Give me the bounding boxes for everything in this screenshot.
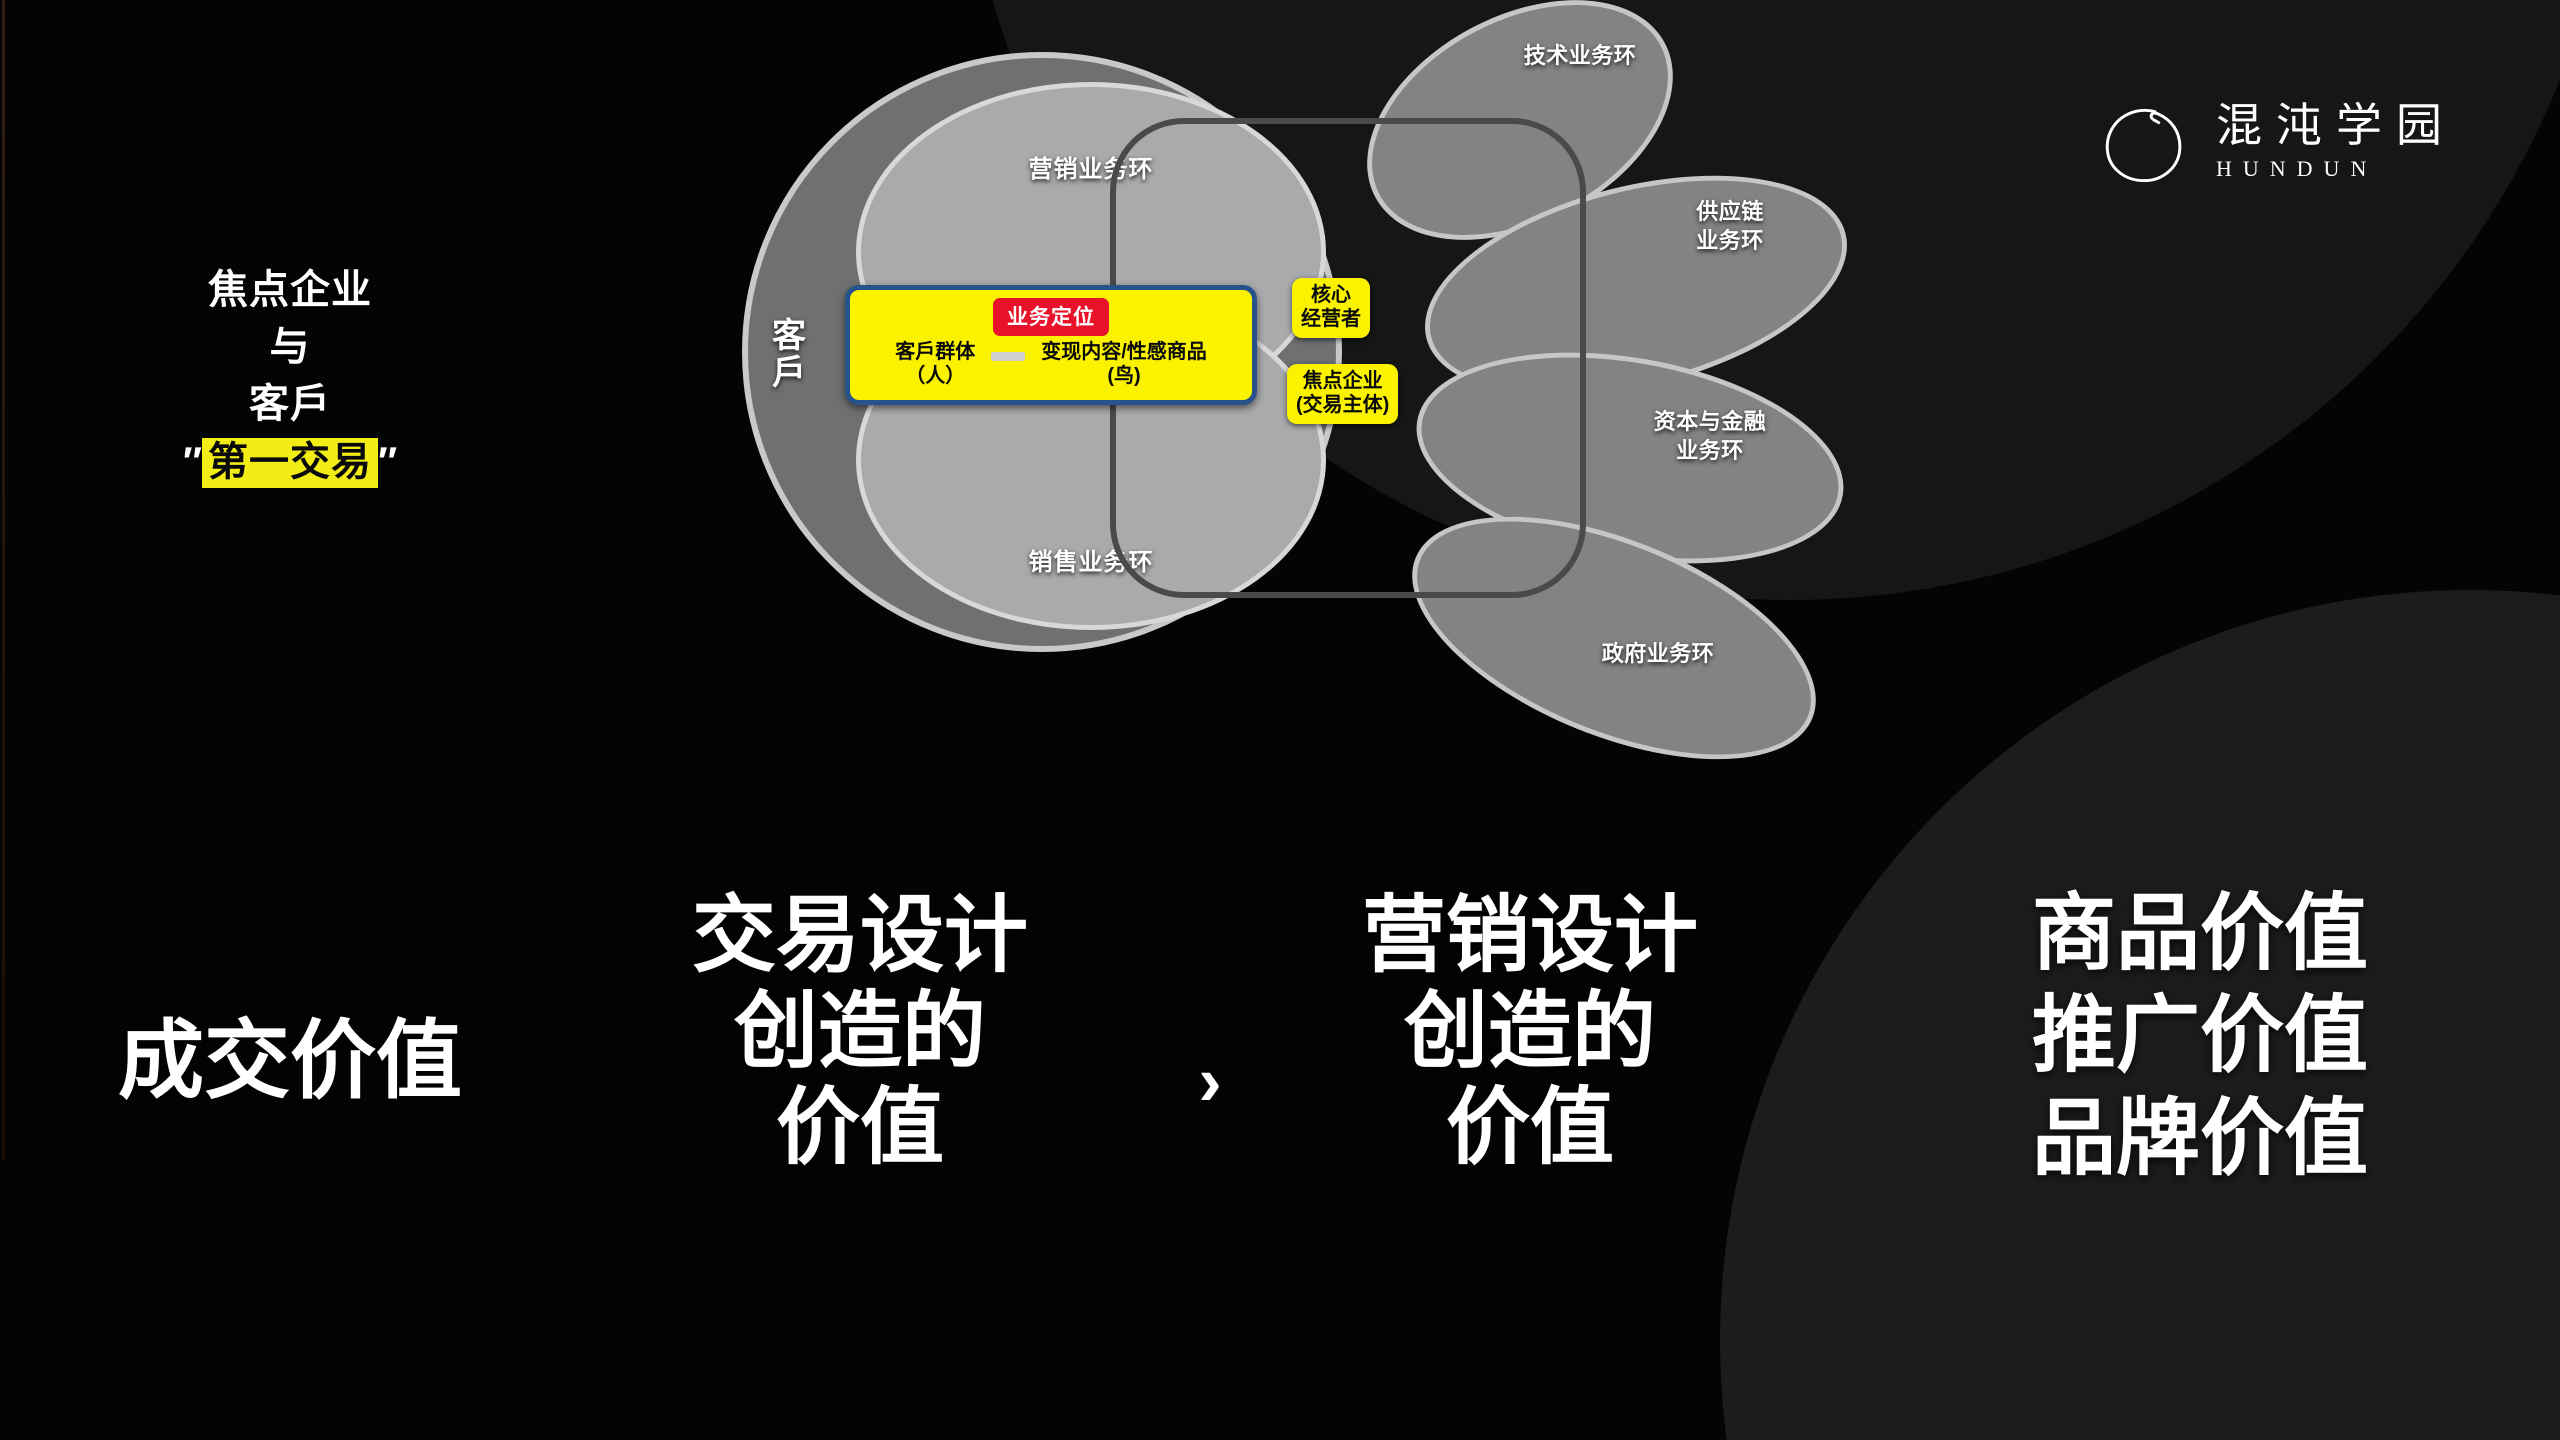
logo-cn-text: 混沌学园 (2216, 99, 2456, 151)
quote-open-mark: ″ (182, 440, 202, 485)
focus-enterprise-tag: 焦点企业 (交易主体) (1287, 364, 1399, 424)
customer-vertical-label: 客戶 (772, 317, 806, 392)
core-operator-tag: 核心 经营者 (1292, 278, 1370, 338)
first-transaction-highlight: 第一交易 (202, 438, 378, 489)
deal-value-text: 成交价值 (118, 1013, 462, 1109)
quote-close-mark: ″ (378, 440, 398, 485)
greater-than-comparator: › (1198, 1042, 1222, 1120)
business-positioning-badge: 业务定位 (993, 298, 1109, 336)
business-positioning-bar: 业务定位 客戶群体 （人） 变现内容/性感商品 (鸟) (845, 285, 1257, 405)
value-list-text: 商品价值 推广价值 品牌价值 (2031, 886, 2368, 1185)
supply-chain-ring-label: 供应链 业务环 (1696, 199, 1764, 253)
headline-line-2: 与 (269, 324, 311, 369)
business-positioning-row: 客戶群体 （人） 变现内容/性感商品 (鸟) (850, 340, 1252, 389)
tech-ring-label: 技术业务环 (1523, 43, 1637, 68)
logo-text-block: 混沌学园 HUNDUN (2216, 99, 2456, 182)
hundun-circle-icon (2105, 108, 2182, 183)
headline-line-1: 焦点企业 (208, 268, 372, 312)
headline-quote-row: ″第一交易″ (120, 436, 460, 489)
left-headline-block: 焦点企业 与 客戶 ″第一交易″ (120, 262, 460, 489)
marketing-design-value-text: 营销设计 创造的 价值 (1361, 888, 1698, 1174)
capital-finance-ring-label: 资本与金融 业务环 (1653, 409, 1767, 463)
hundun-logo: 混沌学园 HUNDUN (2098, 96, 2456, 188)
monetized-content-text: 变现内容/性感商品 (鸟) (1041, 341, 1207, 388)
connector-dash-icon (991, 352, 1026, 361)
customer-group-text: 客戶群体 （人） (895, 341, 976, 388)
bottom-value-row: 成交价值 交易设计 创造的 价值 › 营销设计 创造的 价值 商品价值 推广价值… (0, 860, 2560, 1320)
trade-design-value-text: 交易设计 创造的 价值 (691, 888, 1028, 1174)
government-ring-label: 政府业务环 (1601, 641, 1715, 666)
logo-en-text: HUNDUN (2216, 156, 2378, 182)
left-edge-line (2, 0, 5, 1160)
business-ring-diagram: 客戶 营销业务环 销售业务环 技术业务环 供应链 业务环 资本与金融 业务环 政… (742, 0, 1870, 810)
headline-line-3: 客戶 (249, 381, 331, 426)
